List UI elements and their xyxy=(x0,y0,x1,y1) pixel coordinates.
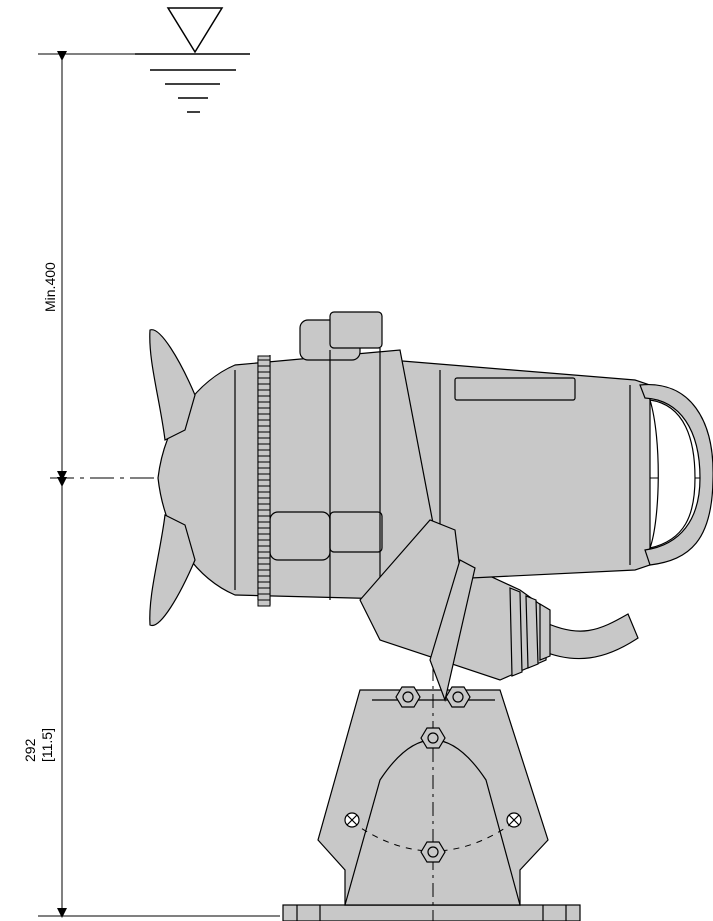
dimension-height-in-label: [11.5] xyxy=(39,728,55,762)
swivel-joint xyxy=(359,519,476,703)
bracket-bolts xyxy=(344,686,522,863)
propeller xyxy=(149,329,196,626)
bolt-icon xyxy=(395,686,421,708)
power-cable xyxy=(539,613,639,660)
mixer-body xyxy=(157,311,441,605)
dimension-lines xyxy=(38,51,280,918)
dimension-height-mm-label: 292 xyxy=(22,738,38,762)
bolt-icon xyxy=(445,686,471,708)
screw-icon xyxy=(506,812,522,828)
motor-housing xyxy=(389,359,651,581)
base-plate xyxy=(282,904,581,921)
dimension-min-depth-label: Min.400 xyxy=(42,262,58,312)
serrated-ring xyxy=(257,355,271,607)
water-level-symbol xyxy=(135,7,250,113)
bolt-icon xyxy=(420,727,446,749)
handle xyxy=(639,384,713,566)
bolt-icon xyxy=(420,841,446,863)
screw-icon xyxy=(344,812,360,828)
